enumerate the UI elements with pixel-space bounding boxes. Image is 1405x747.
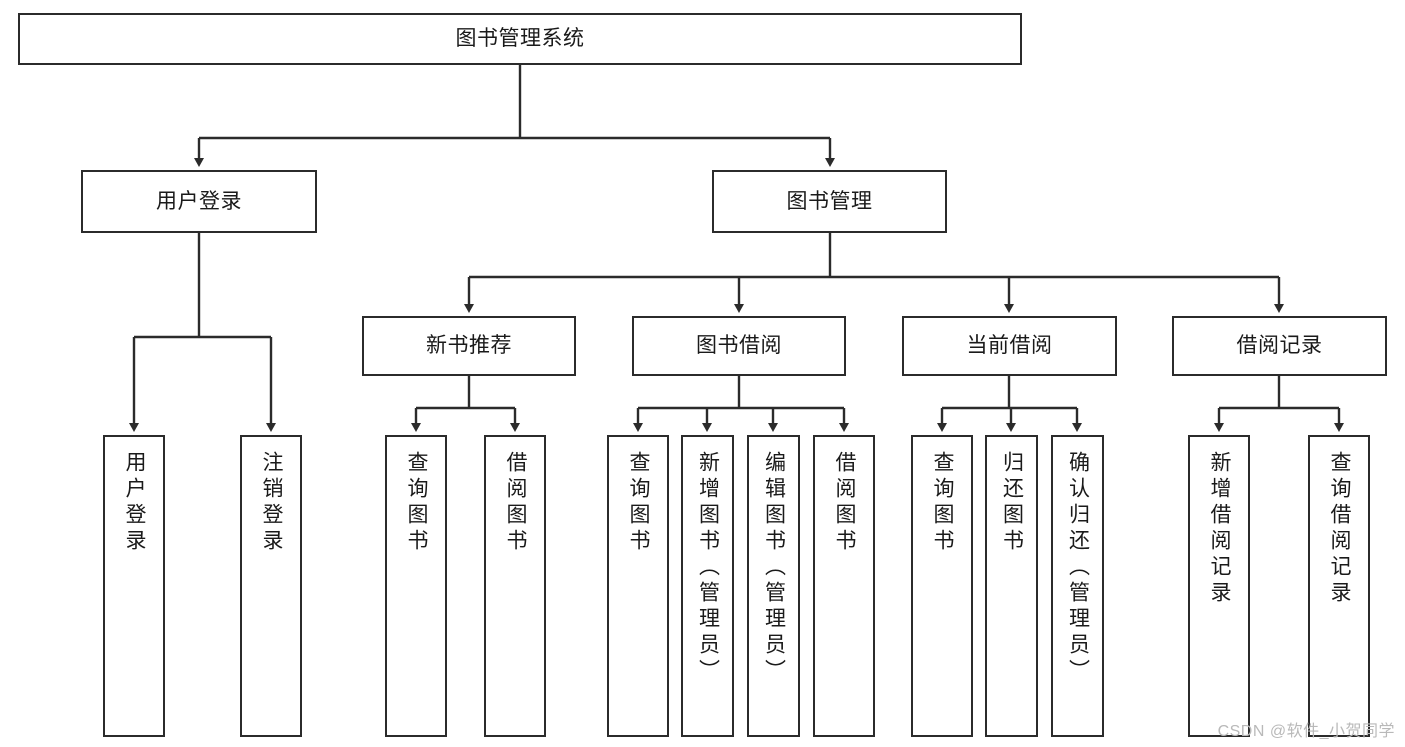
node-leaf-user-logout[interactable]: 注销登录 bbox=[240, 435, 302, 737]
node-label-leaf-bb-borrow-book: 借阅图书 bbox=[833, 451, 857, 555]
node-book-borrow[interactable]: 图书借阅 bbox=[632, 316, 846, 376]
node-label-leaf-bb-edit-book-admin: 编辑图书（管理员） bbox=[762, 451, 786, 685]
node-leaf-nbr-query-book[interactable]: 查询图书 bbox=[385, 435, 447, 737]
node-leaf-cb-query-book[interactable]: 查询图书 bbox=[911, 435, 973, 737]
node-user-login[interactable]: 用户登录 bbox=[81, 170, 317, 233]
node-label-leaf-nbr-borrow-book: 借阅图书 bbox=[504, 451, 528, 555]
node-leaf-bb-borrow-book[interactable]: 借阅图书 bbox=[813, 435, 875, 737]
node-label-leaf-cb-return-book: 归还图书 bbox=[1000, 451, 1024, 555]
node-label-leaf-cb-query-book: 查询图书 bbox=[931, 451, 955, 555]
node-borrow-record[interactable]: 借阅记录 bbox=[1172, 316, 1387, 376]
node-label-leaf-br-add-record: 新增借阅记录 bbox=[1208, 451, 1232, 607]
node-leaf-nbr-borrow-book[interactable]: 借阅图书 bbox=[484, 435, 546, 737]
node-leaf-bb-add-book-admin[interactable]: 新增图书（管理员） bbox=[681, 435, 734, 737]
node-new-book-recommend[interactable]: 新书推荐 bbox=[362, 316, 576, 376]
node-book-manage[interactable]: 图书管理 bbox=[712, 170, 947, 233]
node-label-user-login: 用户登录 bbox=[156, 189, 242, 213]
node-label-borrow-record: 借阅记录 bbox=[1236, 334, 1323, 358]
node-leaf-user-login[interactable]: 用户登录 bbox=[103, 435, 165, 737]
node-leaf-cb-confirm-return-admin[interactable]: 确认归还（管理员） bbox=[1051, 435, 1104, 737]
node-leaf-bb-query-book[interactable]: 查询图书 bbox=[607, 435, 669, 737]
node-leaf-bb-edit-book-admin[interactable]: 编辑图书（管理员） bbox=[747, 435, 800, 737]
node-label-current-borrow: 当前借阅 bbox=[966, 334, 1053, 358]
node-label-leaf-user-login: 用户登录 bbox=[123, 451, 147, 555]
node-label-book-borrow: 图书借阅 bbox=[696, 334, 782, 358]
node-label-leaf-bb-add-book-admin: 新增图书（管理员） bbox=[696, 451, 720, 685]
node-label-leaf-cb-confirm-return-admin: 确认归还（管理员） bbox=[1066, 451, 1090, 685]
node-current-borrow[interactable]: 当前借阅 bbox=[902, 316, 1117, 376]
node-label-system-root: 图书管理系统 bbox=[455, 27, 585, 51]
node-label-leaf-br-query-record: 查询借阅记录 bbox=[1328, 451, 1352, 607]
node-system-root[interactable]: 图书管理系统 bbox=[18, 13, 1022, 65]
node-leaf-br-query-record[interactable]: 查询借阅记录 bbox=[1308, 435, 1370, 737]
csdn-watermark: CSDN @软件_小贺同学 bbox=[1217, 723, 1395, 740]
node-leaf-cb-return-book[interactable]: 归还图书 bbox=[985, 435, 1038, 737]
node-label-leaf-user-logout: 注销登录 bbox=[260, 451, 284, 555]
node-label-new-book-recommend: 新书推荐 bbox=[426, 334, 512, 358]
node-label-leaf-bb-query-book: 查询图书 bbox=[627, 451, 651, 555]
node-label-book-manage: 图书管理 bbox=[786, 189, 873, 213]
node-leaf-br-add-record[interactable]: 新增借阅记录 bbox=[1188, 435, 1250, 737]
node-label-leaf-nbr-query-book: 查询图书 bbox=[405, 451, 429, 555]
